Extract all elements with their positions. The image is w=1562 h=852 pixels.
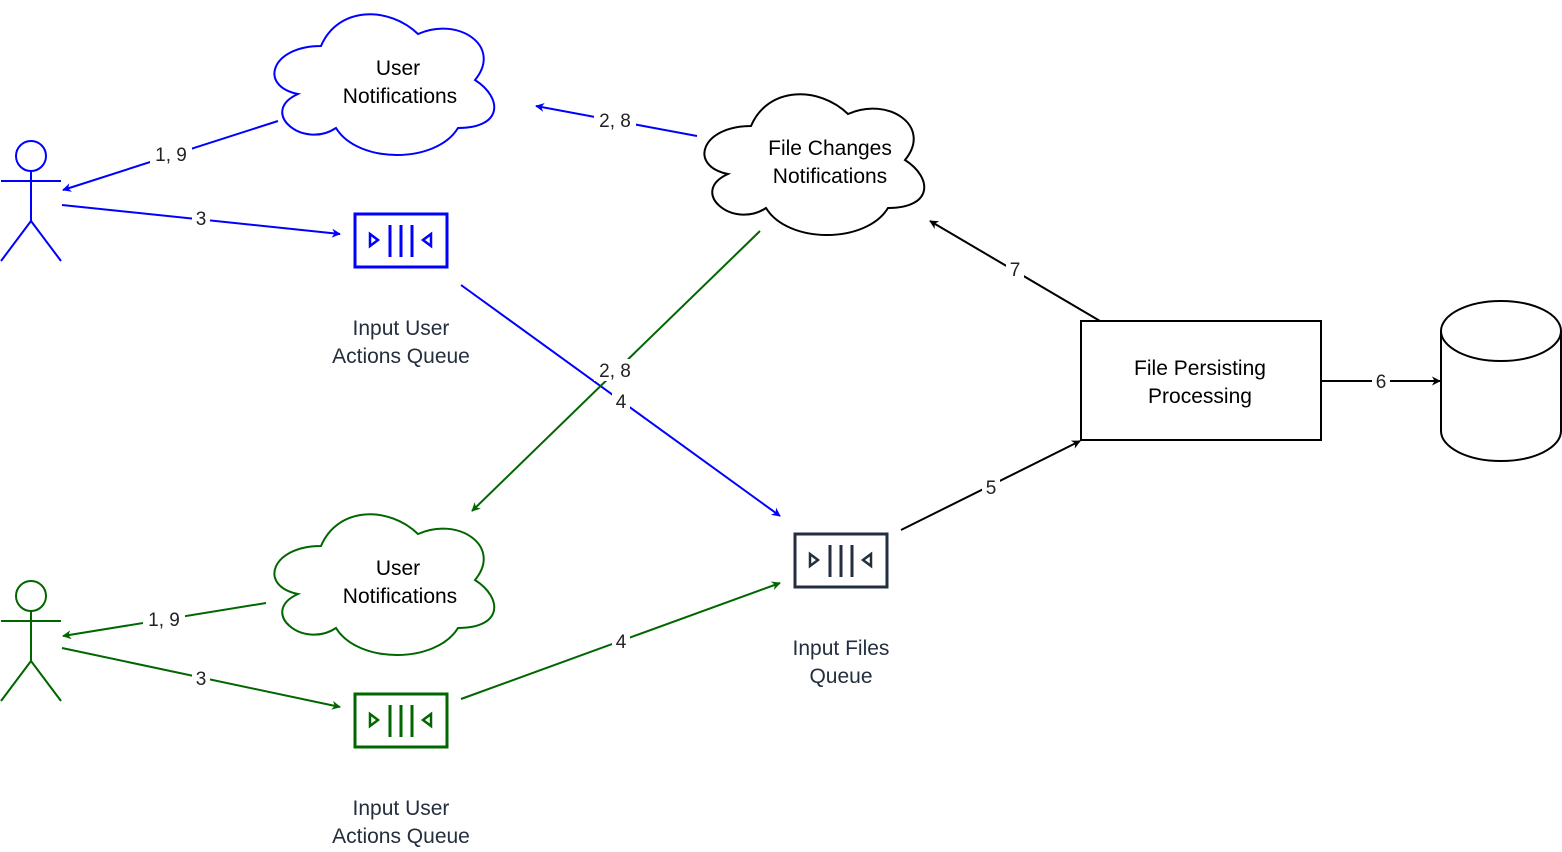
input-user-actions-queue-bottom: Input User Actions Queue: [332, 692, 470, 848]
node-label: Notifications: [343, 585, 457, 608]
edge-label: 1, 9: [155, 145, 187, 166]
user-actor-green: [0, 580, 62, 702]
node-label: Notifications: [773, 165, 887, 188]
edge-green-filechanges-to-notifications: 2, 8: [471, 230, 761, 512]
node-label: Actions Queue: [332, 345, 470, 368]
edge-processing-to-filechanges: 7: [929, 220, 1101, 322]
input-user-actions-queue-top: Input User Actions Queue: [332, 212, 470, 368]
node-label: Processing: [1148, 385, 1252, 408]
queue-icon: [793, 532, 889, 589]
edge-label: 4: [616, 632, 627, 653]
node-label: User: [376, 57, 420, 80]
user-actor-blue: [0, 140, 62, 262]
input-files-queue: Input Files Queue: [793, 532, 890, 688]
queue-icon: [353, 692, 449, 749]
cloud-icon: [273, 13, 496, 156]
edge-label: 3: [196, 209, 207, 230]
node-label: Input User: [353, 317, 450, 340]
queue-icon: [353, 212, 449, 269]
edge-green-user-to-queue: 3: [61, 647, 341, 710]
edge-green-queue-to-files: 4: [460, 581, 781, 700]
node-label: Notifications: [343, 85, 457, 108]
edge-label: 2, 8: [599, 111, 631, 132]
database-cylinder-icon: [1440, 300, 1562, 462]
edge-label: 5: [986, 478, 997, 499]
edge-files-to-processing: 5: [900, 440, 1081, 531]
edge-label: 2, 8: [599, 361, 631, 382]
edge-green-notifications-to-user: 1, 9: [62, 602, 267, 640]
cloud-icon: [273, 513, 496, 656]
node-label: Queue: [809, 665, 872, 688]
user-notifications-cloud-bottom: User Notifications: [273, 513, 496, 656]
node-label: File Changes: [768, 137, 892, 160]
edge-label: 6: [1376, 372, 1387, 393]
user-notifications-cloud-top: User Notifications: [273, 13, 496, 156]
edge-label: 4: [616, 392, 627, 413]
edge-blue-notifications-to-user: 1, 9: [62, 120, 279, 192]
edge-blue-queue-to-files: 4: [460, 284, 781, 517]
edge-label: 3: [196, 669, 207, 690]
edge-label: 1, 9: [148, 610, 180, 631]
edge-blue-filechanges-to-notifications: 2, 8: [535, 103, 698, 137]
edge-processing-to-database: 6: [1321, 370, 1441, 393]
edge-blue-user-to-queue: 3: [61, 204, 341, 238]
node-label: Input Files: [793, 637, 890, 660]
node-label: Input User: [353, 797, 450, 820]
node-label: File Persisting: [1134, 357, 1266, 380]
cloud-icon: [703, 93, 926, 236]
node-label: User: [376, 557, 420, 580]
edge-label: 7: [1010, 260, 1021, 281]
file-changes-notifications-cloud: File Changes Notifications: [703, 93, 926, 236]
node-label: Actions Queue: [332, 825, 470, 848]
file-persisting-processing-box: File Persisting Processing: [1080, 320, 1322, 441]
